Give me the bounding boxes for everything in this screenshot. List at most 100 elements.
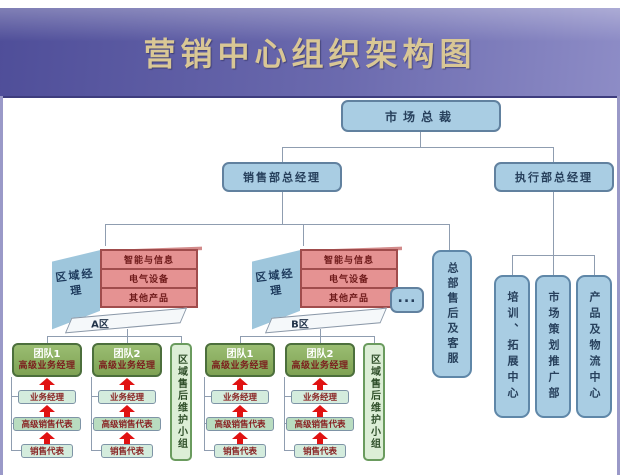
region-manager-label: 区域经理 (54, 266, 96, 298)
team-box: 团队1 高级业务经理 (12, 343, 82, 377)
org-box-president: 市场总裁 (341, 100, 501, 132)
product-row: 智能与信息 (300, 249, 398, 270)
chain-box-business-manager: 业务经理 (291, 390, 349, 404)
region-block-b: 区域经理 智能与信息 电气设备 其他产品 B区 (252, 244, 402, 334)
connector-line (11, 377, 12, 451)
chain-box-business-manager: 业务经理 (211, 390, 269, 404)
connector-line (240, 336, 241, 343)
product-row: 其他产品 (100, 287, 198, 308)
chain-box-senior-sales-rep: 高级销售代表 (93, 417, 161, 431)
team-title: 团队1 (33, 348, 61, 360)
connector-line (240, 336, 374, 337)
chain-box-business-manager: 业务经理 (18, 390, 76, 404)
zone-label: A区 (91, 319, 109, 331)
connector-line (204, 377, 205, 451)
connector-line (553, 255, 554, 275)
team-title: 团队2 (113, 348, 141, 360)
connector-line (284, 396, 291, 397)
chain-box-sales-rep: 销售代表 (101, 444, 153, 458)
team-title: 团队1 (226, 348, 254, 360)
region-block-a: 区域经理 智能与信息 电气设备 其他产品 A区 (52, 244, 202, 334)
region-product-stack: 智能与信息 电气设备 其他产品 (300, 249, 398, 308)
up-arrow-icon (312, 405, 328, 417)
up-arrow-icon (39, 432, 55, 444)
up-arrow-icon (312, 378, 328, 390)
product-row: 智能与信息 (100, 249, 198, 270)
region-manager-label: 区域经理 (254, 266, 296, 298)
up-arrow-icon (39, 378, 55, 390)
team-column-b1: 团队1 高级业务经理 业务经理 高级销售代表 销售代表 (200, 343, 280, 461)
org-box-sales-gm: 销售部总经理 (222, 162, 342, 192)
up-arrow-icon (119, 432, 135, 444)
up-arrow-icon (39, 405, 55, 417)
connector-line (282, 147, 554, 148)
chain-box-sales-rep: 销售代表 (21, 444, 73, 458)
connector-line (11, 396, 18, 397)
region-product-stack: 智能与信息 电气设备 其他产品 (100, 249, 198, 308)
connector-line (91, 377, 92, 451)
team-subtitle: 高级业务经理 (18, 360, 76, 371)
org-box-exec-gm: 执行部总经理 (494, 162, 614, 192)
product-row: 电气设备 (100, 268, 198, 289)
connector-line (512, 255, 513, 275)
team-column-a1: 团队1 高级业务经理 业务经理 高级销售代表 销售代表 (7, 343, 87, 461)
org-box-hq-aftersales: 总部售后及客服 (432, 250, 472, 378)
connector-line (594, 255, 595, 275)
up-arrow-icon (119, 378, 135, 390)
connector-line (204, 396, 211, 397)
connector-line (553, 192, 554, 255)
connector-line (374, 336, 375, 343)
slide-right-border (617, 96, 620, 475)
zone-label: B区 (291, 319, 309, 331)
team-subtitle: 高级业务经理 (98, 360, 156, 371)
connector-line (282, 192, 283, 224)
connector-line (47, 336, 48, 343)
connector-line (420, 132, 421, 147)
connector-line (105, 224, 449, 225)
chain-box-sales-rep: 销售代表 (294, 444, 346, 458)
team-box: 团队1 高级业务经理 (205, 343, 275, 377)
connector-line (11, 450, 21, 451)
slide-title: 营销中心组织架构图 (143, 35, 477, 73)
chain-box-senior-sales-rep: 高级销售代表 (286, 417, 354, 431)
region-b-aftersales-group: 区域售后维护小组 (363, 343, 385, 461)
chain-box-business-manager: 业务经理 (98, 390, 156, 404)
connector-line (449, 224, 450, 250)
team-subtitle: 高级业务经理 (211, 360, 269, 371)
connector-line (11, 423, 13, 424)
region-a-aftersales-group: 区域售后维护小组 (170, 343, 192, 461)
connector-line (284, 423, 286, 424)
connector-line (303, 224, 304, 246)
connector-line (91, 423, 93, 424)
connector-line (204, 423, 206, 424)
connector-line (284, 450, 294, 451)
connector-line (553, 147, 554, 162)
chain-box-senior-sales-rep: 高级销售代表 (206, 417, 274, 431)
connector-line (282, 147, 283, 162)
connector-line (204, 450, 214, 451)
connector-line (91, 450, 101, 451)
org-box-marketing-planning: 市场策划推广部 (535, 275, 571, 418)
up-arrow-icon (232, 378, 248, 390)
org-box-training-center: 培训、拓展中心 (494, 275, 530, 418)
up-arrow-icon (119, 405, 135, 417)
team-title: 团队2 (306, 348, 334, 360)
chain-box-senior-sales-rep: 高级销售代表 (13, 417, 81, 431)
chain-box-sales-rep: 销售代表 (214, 444, 266, 458)
product-row: 电气设备 (300, 268, 398, 289)
up-arrow-icon (232, 432, 248, 444)
product-row: 其他产品 (300, 287, 398, 308)
connector-line (91, 396, 98, 397)
team-box: 团队2 高级业务经理 (92, 343, 162, 377)
team-subtitle: 高级业务经理 (291, 360, 349, 371)
connector-line (105, 224, 106, 246)
up-arrow-icon (312, 432, 328, 444)
team-column-b2: 团队2 高级业务经理 业务经理 高级销售代表 销售代表 (280, 343, 360, 461)
slide-left-border (0, 96, 3, 475)
org-box-ellipsis: ... (390, 287, 424, 313)
connector-line (181, 336, 182, 343)
title-band: 营销中心组织架构图 (0, 8, 620, 98)
up-arrow-icon (232, 405, 248, 417)
connector-line (47, 336, 181, 337)
